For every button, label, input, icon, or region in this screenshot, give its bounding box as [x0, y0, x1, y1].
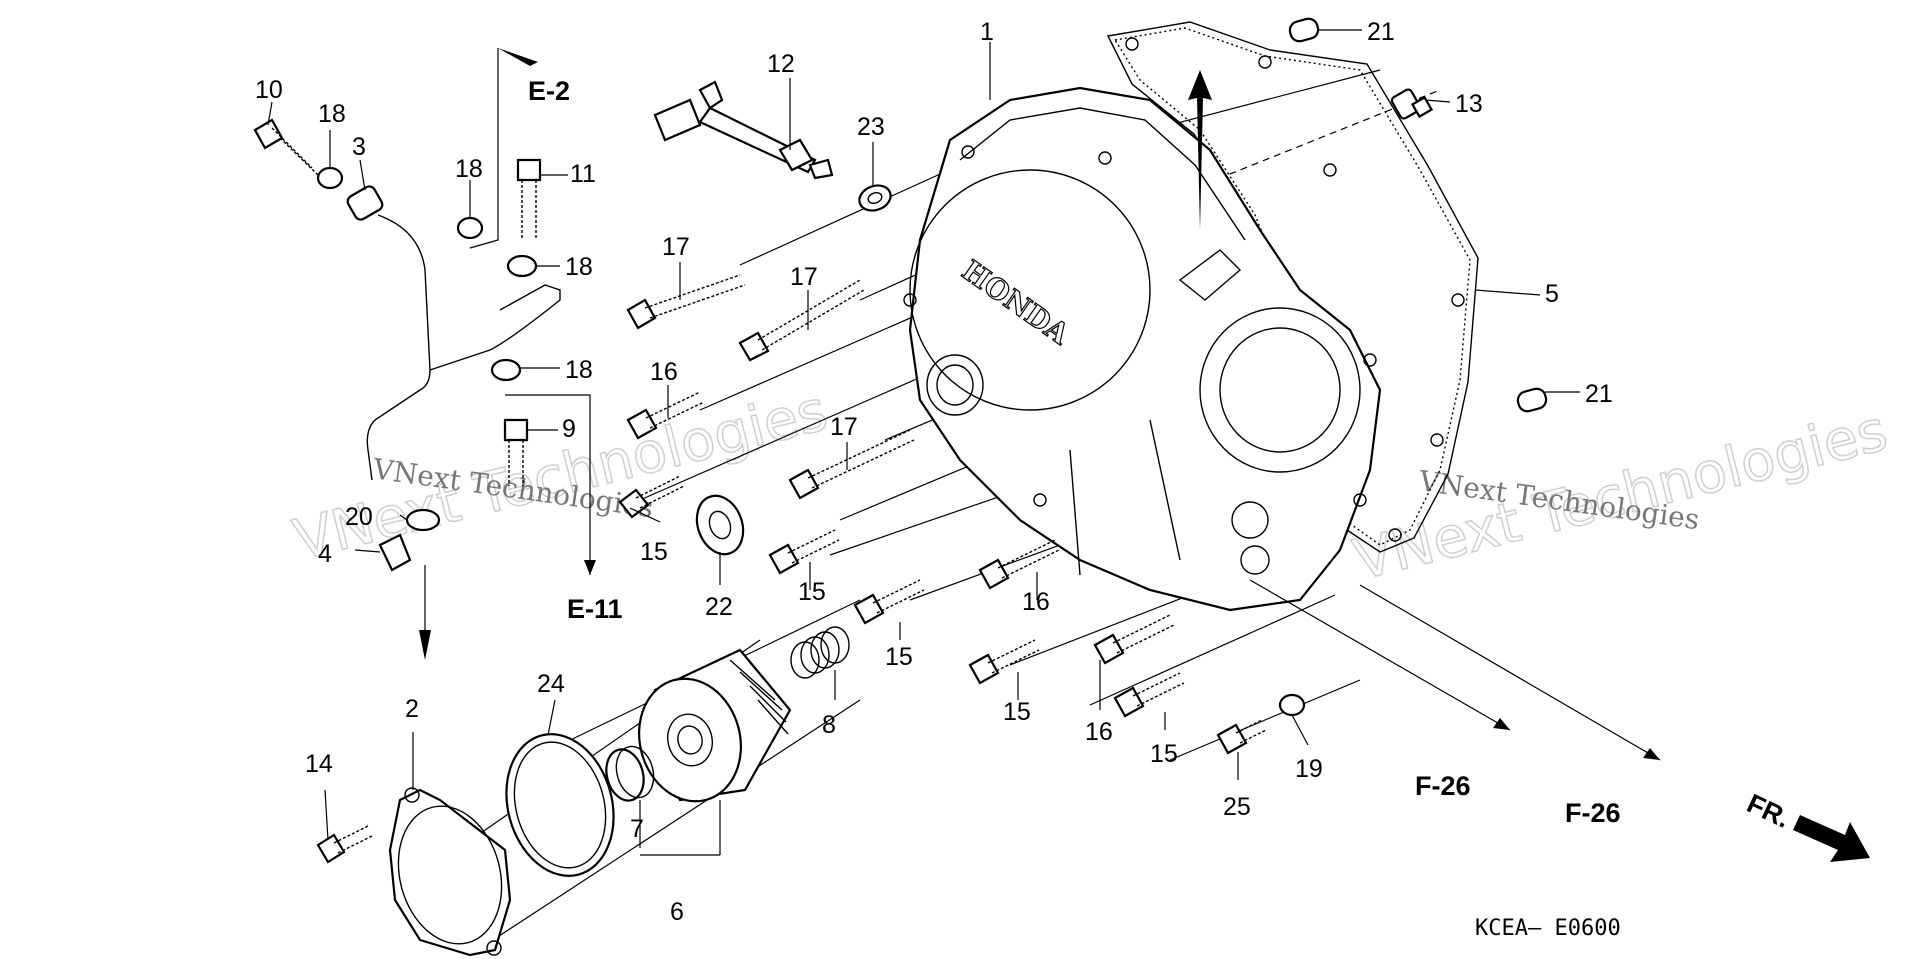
oil-pipe-part-3	[346, 185, 561, 481]
washer-part-18-c	[506, 254, 538, 278]
spring-part-8	[790, 626, 850, 679]
callout-9: 9	[562, 415, 576, 443]
sensor-part-12	[653, 80, 834, 180]
callout-15-a: 15	[640, 538, 668, 566]
bolt-part-10	[253, 118, 319, 176]
callout-3: 3	[352, 133, 366, 161]
bolt-part-16-b	[978, 539, 1060, 590]
callout-10: 10	[255, 76, 283, 104]
dowel-part-21-right	[1516, 387, 1548, 413]
callout-16-a: 16	[650, 358, 678, 386]
bolt-part-15-b	[768, 529, 840, 575]
callout-17-a: 17	[662, 233, 690, 261]
callout-17-b: 17	[790, 263, 818, 291]
bolt-part-16-a	[626, 391, 705, 440]
washer-part-18-d	[490, 358, 522, 382]
callout-23: 23	[857, 113, 885, 141]
crankcase-cover-part-1: HONDA	[903, 86, 1382, 612]
bolt-part-15-c	[853, 579, 925, 625]
callout-4: 4	[318, 540, 332, 568]
callout-24: 24	[537, 670, 565, 698]
callout-6: 6	[670, 898, 684, 926]
bolt-part-25	[1216, 719, 1267, 755]
callout-21-b: 21	[1585, 380, 1613, 408]
callout-15-b: 15	[798, 578, 826, 606]
oil-seal-part-22	[695, 494, 745, 556]
callout-18-c: 18	[565, 253, 593, 281]
reference-f26-b: F-26	[1565, 798, 1621, 828]
callout-21-a: 21	[1367, 18, 1395, 46]
callout-2: 2	[405, 695, 419, 723]
oil-filter-part-6	[638, 648, 792, 803]
callout-5: 5	[1545, 280, 1559, 308]
callout-18-d: 18	[565, 356, 593, 384]
washer-part-18-b	[456, 216, 484, 240]
callout-15-d: 15	[1003, 698, 1031, 726]
callout-7: 7	[630, 815, 644, 843]
callout-numbers: 1 2 3 4 5 6 7 8 9 10 11 12 13 14 15 15 1…	[255, 18, 1613, 926]
callout-20: 20	[345, 503, 373, 531]
filter-cover-part-2	[388, 787, 512, 957]
callout-15-e: 15	[1150, 740, 1178, 768]
gasket-part-5	[1113, 27, 1471, 546]
callout-25: 25	[1223, 793, 1251, 821]
reference-labels: E-2 E-11 F-26 F-26	[528, 76, 1621, 828]
reference-arrows	[419, 48, 1661, 761]
leader-lines	[267, 29, 1580, 856]
watermark-right: VNext Technologies VNext Technologies	[1347, 398, 1894, 595]
callout-18-a: 18	[318, 100, 346, 128]
callout-8: 8	[822, 711, 836, 739]
bolt-part-15-a	[618, 475, 685, 519]
dowel-part-21-top	[1288, 17, 1320, 43]
callout-14: 14	[305, 750, 333, 778]
watermark-left-outline: VNext Technologies	[288, 378, 834, 573]
oring-part-23	[858, 184, 892, 212]
bolt-part-15-e	[1113, 672, 1185, 718]
callout-15-c: 15	[885, 643, 913, 671]
callout-19: 19	[1295, 755, 1323, 783]
washer-part-18-a	[316, 166, 344, 190]
callout-17-c: 17	[830, 413, 858, 441]
callout-16-c: 16	[1085, 718, 1113, 746]
bolt-part-17-a	[626, 274, 746, 330]
bolt-part-14	[316, 825, 373, 864]
callout-13: 13	[1455, 90, 1483, 118]
arrow-up-icon	[1188, 70, 1212, 230]
front-marker-label: FR.	[1742, 788, 1794, 834]
diagram-code: KCEA— E0600	[1475, 916, 1621, 941]
callout-16-b: 16	[1022, 588, 1050, 616]
bolt-part-17-c	[788, 429, 915, 500]
bolt-part-17-b	[738, 279, 865, 362]
seal-part-7	[605, 745, 655, 802]
callout-11: 11	[570, 160, 596, 188]
watermark-left: VNext Technologies VNext Technologies	[287, 378, 834, 575]
reference-f26-a: F-26	[1415, 771, 1471, 801]
callout-12: 12	[767, 50, 795, 78]
callout-22: 22	[705, 593, 733, 621]
screw-part-13	[1390, 88, 1434, 120]
bolt-part-16-c	[1093, 614, 1175, 665]
callout-1: 1	[980, 18, 994, 46]
reference-e2: E-2	[528, 76, 570, 106]
bolt-part-11	[516, 158, 542, 238]
fitting-part-4	[378, 533, 412, 572]
callout-18-b: 18	[455, 155, 483, 183]
washer-part-20	[405, 508, 441, 532]
washer-part-19	[1278, 693, 1306, 717]
bolt-part-9	[503, 418, 529, 486]
front-direction-arrow: FR.	[1742, 788, 1870, 862]
bolt-part-15-d	[968, 639, 1040, 685]
reference-e11: E-11	[567, 594, 623, 624]
oring-part-24	[505, 733, 615, 877]
